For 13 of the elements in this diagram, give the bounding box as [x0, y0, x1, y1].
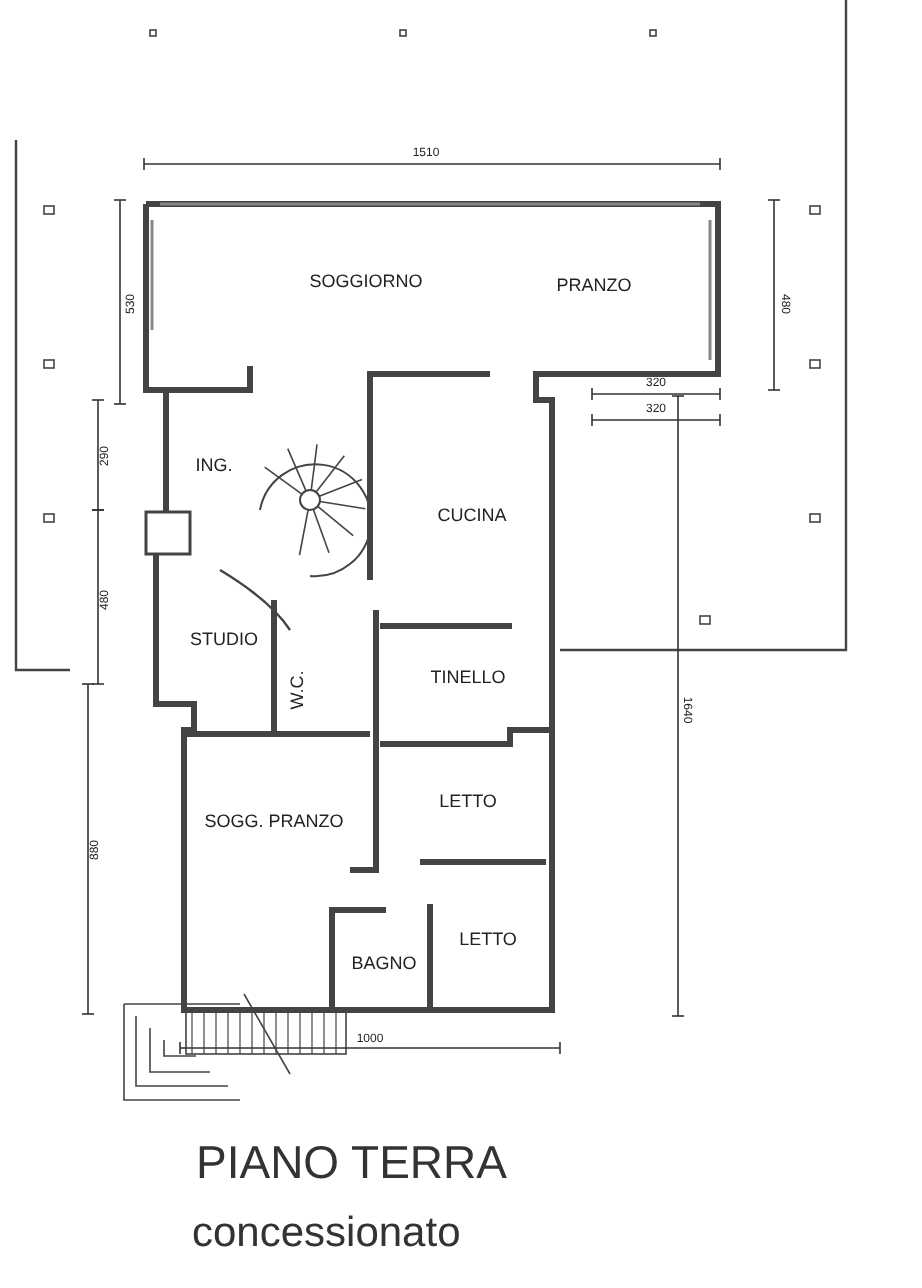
room-label: W.C. — [289, 670, 307, 710]
room-label: STUDIO — [190, 631, 258, 649]
room-label: SOGG. PRANZO — [204, 813, 344, 831]
room-label: BAGNO — [351, 955, 417, 973]
room-label: PRANZO — [556, 277, 632, 295]
room-label: SOGGIORNO — [309, 273, 423, 291]
plan-title: PIANO TERRA — [196, 1140, 507, 1186]
room-label: LETTO — [459, 931, 517, 949]
room-label: CUCINA — [437, 507, 507, 525]
room-label: LETTO — [439, 793, 497, 811]
plan-caption: concessionato — [192, 1212, 461, 1254]
room-label: TINELLO — [430, 669, 506, 687]
room-label: ING. — [195, 457, 233, 475]
